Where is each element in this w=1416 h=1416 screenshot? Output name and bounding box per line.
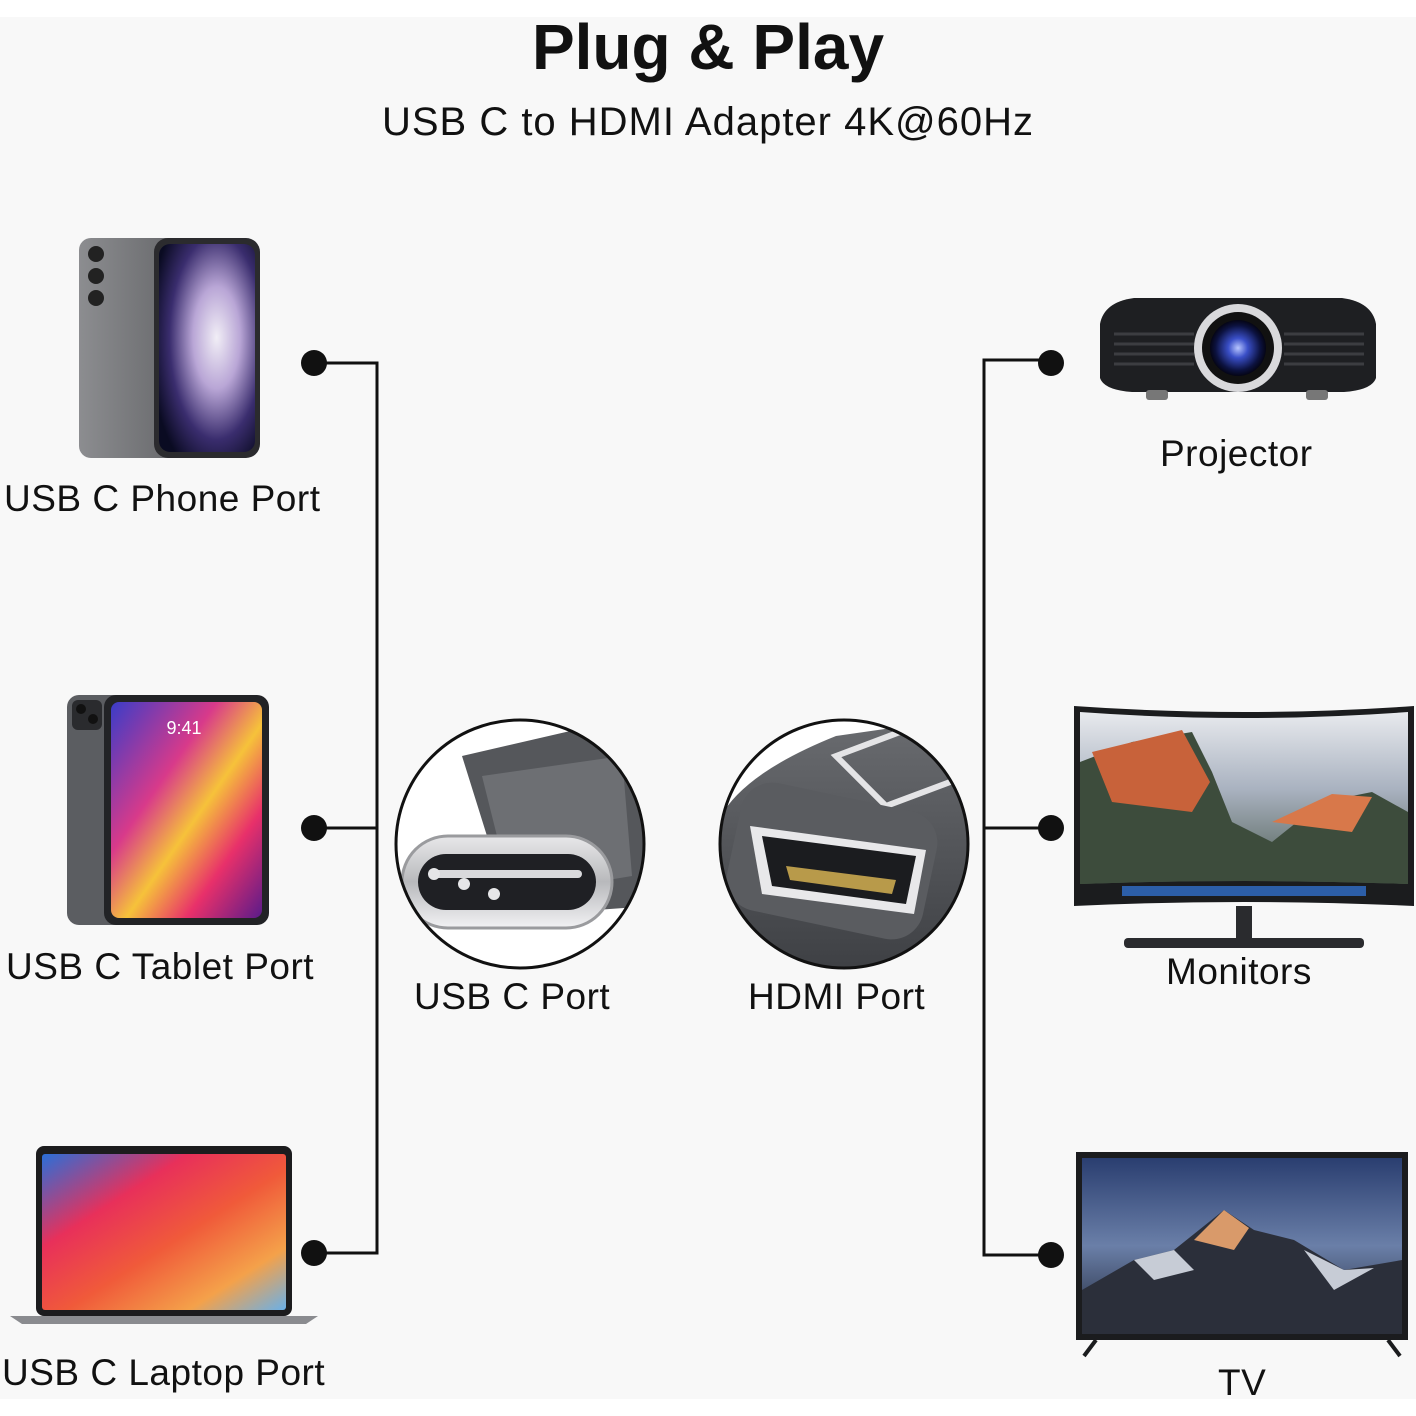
monitors-label: Monitors [1166,951,1312,992]
right-bracket-line [982,358,1051,1257]
page-title: Plug & Play [531,11,885,83]
tablet-connector-dot [301,815,327,841]
tablet-port-label: USB C Tablet Port [6,946,315,987]
laptop-icon [10,1146,318,1324]
page-subtitle: USB C to HDMI Adapter 4K@60Hz [381,100,1035,144]
laptop-port-label: USB C Laptop Port [2,1352,326,1393]
tv-label: TV [1218,1362,1267,1403]
hdmi-port-icon [718,718,970,970]
tablet-icon: 9:41 [67,695,269,925]
projector-label: Projector [1160,433,1313,474]
usb-c-port-icon [394,718,646,970]
monitor-icon [1074,706,1414,948]
tv-connector-dot [1038,1242,1064,1268]
svg-text:9:41: 9:41 [166,718,201,738]
projector-connector-dot [1038,350,1064,376]
laptop-connector-dot [301,1240,327,1266]
phone-port-label: USB C Phone Port [4,478,321,519]
monitor-connector-dot [1038,815,1064,841]
left-bracket-line [314,361,379,1255]
projector-icon [1100,298,1376,400]
phone-connector-dot [301,350,327,376]
smartphone-icon [79,238,260,458]
usb-c-port-label: USB C Port [414,976,611,1017]
tv-icon [1076,1152,1408,1358]
hdmi-port-label: HDMI Port [748,976,926,1017]
